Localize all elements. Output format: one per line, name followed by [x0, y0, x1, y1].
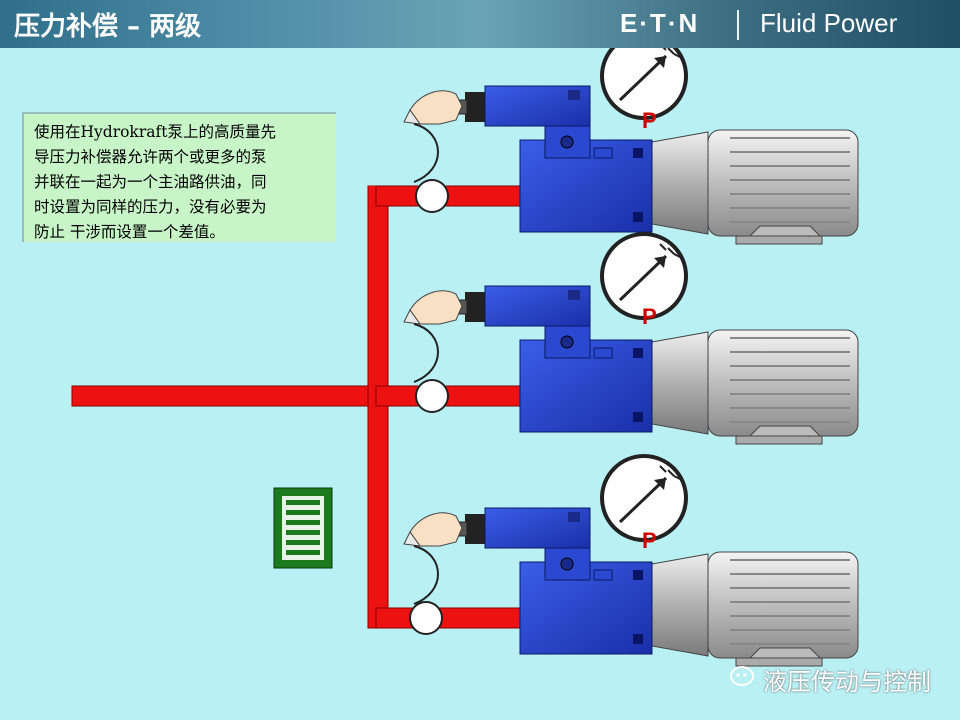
logo-divider — [737, 10, 739, 40]
note-line: 使用在Hydrokraft泵上的高质量先 — [34, 123, 276, 141]
note-line: 时设置为同样的压力，没有必要为 — [34, 198, 267, 216]
check-valve-1 — [415, 179, 449, 213]
note-line: 导压力补偿器允许两个或更多的泵 — [34, 148, 267, 166]
eaton-logo: E·T·N — [620, 8, 700, 38]
gauge-label-1: P — [642, 108, 657, 133]
gauge-label-3: P — [642, 528, 657, 553]
pump-unit-1 — [402, 48, 860, 246]
check-valve-3 — [409, 601, 443, 635]
description-note: 使用在Hydrokraft泵上的高质量先 导压力补偿器允许两个或更多的泵 并联在… — [22, 112, 336, 242]
note-line: 并联在一起为一个主油路供油，同 — [34, 173, 267, 191]
hydraulic-diagram: P P P — [71, 48, 860, 668]
title-bar: 压力补偿 – 两级 E·T·N Fluid Power — [0, 0, 960, 48]
note-line: 防止 干涉而设置一个差值。 — [34, 223, 225, 241]
wechat-icon — [730, 666, 754, 686]
product-name: Fluid Power — [760, 8, 898, 38]
pump-unit-3 — [402, 454, 860, 668]
watermark: 液压传动与控制 — [763, 668, 931, 696]
filter-icon — [273, 487, 333, 569]
page-title: 压力补偿 – 两级 — [14, 12, 202, 42]
pump-unit-2 — [402, 232, 860, 446]
gauge-label-2: P — [642, 304, 657, 329]
check-valve-2 — [415, 379, 449, 413]
